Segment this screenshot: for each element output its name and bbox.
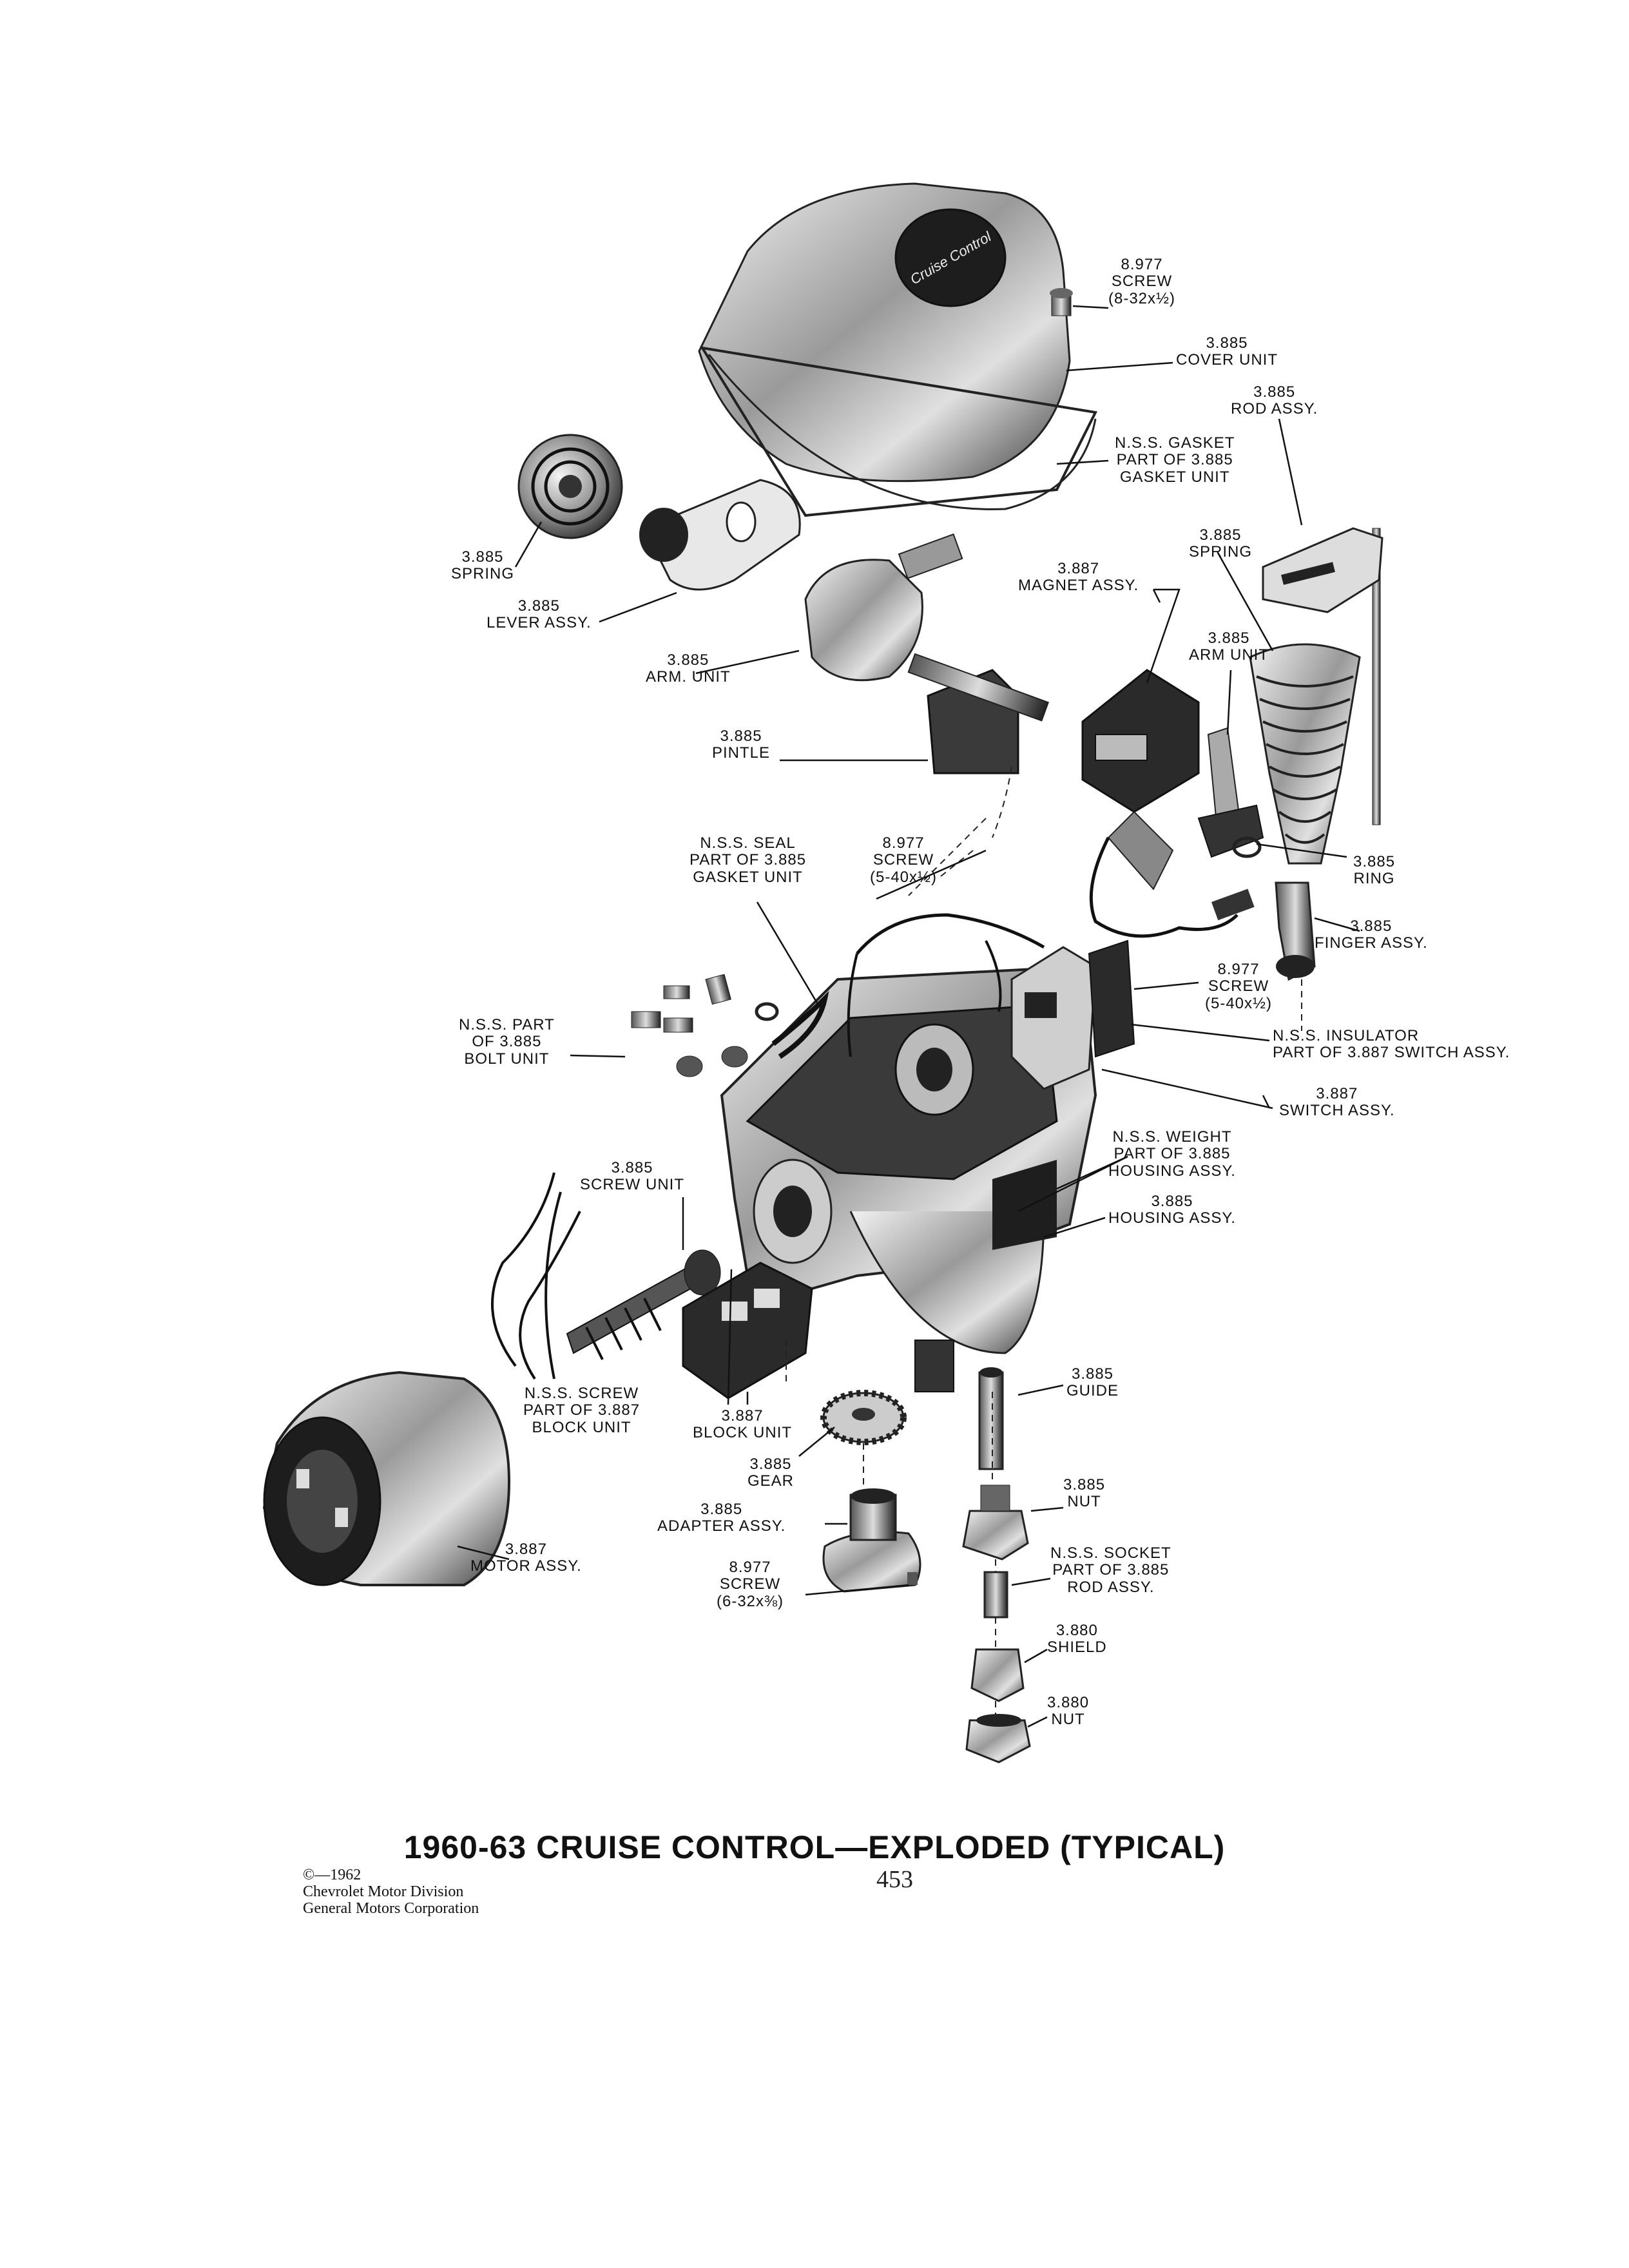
insulator-part <box>1088 939 1135 1058</box>
switch-assy-part <box>1010 946 1097 1090</box>
nut-3885-part <box>962 1485 1029 1561</box>
adapter-assy-part <box>822 1488 921 1593</box>
bolt-unit-part <box>631 974 779 1077</box>
copyright-line: ©—1962 <box>303 1867 361 1883</box>
wire-harness <box>491 1172 581 1380</box>
nut-3880-part <box>965 1714 1031 1763</box>
magnet-assy-part <box>1081 669 1255 938</box>
block-unit-part <box>682 1262 813 1399</box>
coil-spring-part <box>1249 643 1361 865</box>
wire <box>847 953 858 1057</box>
assembly-guides <box>786 766 1302 1720</box>
screw-8-32-part <box>1050 288 1073 316</box>
copyright-notice: ©—1962 Chevrolet Motor Division General … <box>303 1867 479 1917</box>
spiral-spring-part <box>517 434 623 539</box>
copyright-line: Chevrolet Motor Division <box>303 1883 464 1900</box>
housing-assy-part <box>720 965 1097 1392</box>
diagram-title: 1960-63 CRUISE CONTROL—EXPLODED (TYPICAL… <box>403 1829 1226 1865</box>
screw-unit-part <box>566 1249 721 1360</box>
pintle-part <box>907 653 1050 774</box>
arm-unit-right-part <box>1197 727 1264 858</box>
lever-assy-part <box>639 479 801 591</box>
socket-part <box>983 1571 1008 1619</box>
gear-part <box>820 1390 907 1445</box>
shield-part <box>970 1648 1025 1702</box>
wire <box>985 940 1002 1012</box>
page-number: 453 <box>876 1866 913 1893</box>
copyright-line: General Motors Corporation <box>303 1899 479 1917</box>
ring-part <box>1232 836 1262 858</box>
guide-part <box>978 1367 1004 1470</box>
finger-assy-part <box>1275 881 1316 981</box>
cover-unit-part: Cruise Control <box>698 182 1098 517</box>
leader-lines <box>457 305 1360 1728</box>
motor-assy-part <box>262 1370 511 1586</box>
wire <box>856 913 1045 955</box>
rod-assy-part <box>1262 527 1383 825</box>
seal-part <box>771 990 829 1059</box>
arm-unit-part <box>804 533 963 682</box>
